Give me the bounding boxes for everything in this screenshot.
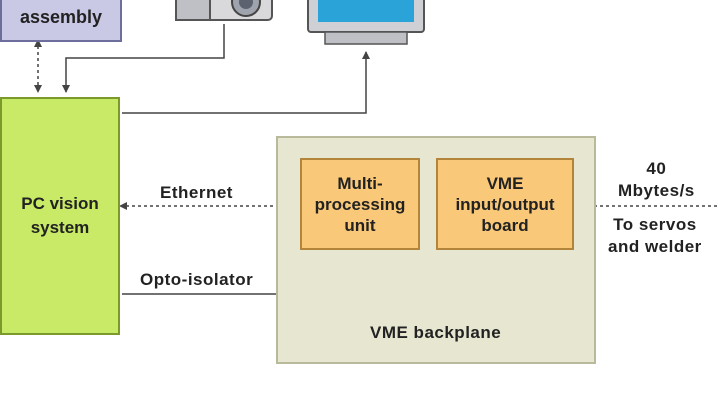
vme-io-board-box: VME input/output board (436, 158, 574, 250)
monitor-icon (307, 0, 425, 45)
data-rate-label: 40 Mbytes/s (618, 159, 695, 200)
ethernet-label: Ethernet (160, 183, 233, 202)
pc-vision-label: PC vision system (21, 194, 99, 237)
camera-pc-link (62, 24, 225, 93)
vme-io-label: VME input/output board (455, 173, 555, 235)
pc-vision-system-box: PC vision system (0, 97, 120, 335)
opto-isolator-label: Opto-isolator (140, 270, 254, 289)
multiprocessing-label: Multi- processing unit (314, 173, 406, 235)
backplane-label: VME backplane (370, 323, 502, 342)
assembly-label: assembly (19, 7, 103, 27)
multiprocessing-unit-box: Multi- processing unit (300, 158, 420, 250)
servos-welder-label: To servos and welder (608, 215, 702, 256)
pc-monitor-link (122, 51, 370, 114)
assembly-box: assembly (0, 0, 122, 42)
camera-icon (175, 0, 273, 21)
